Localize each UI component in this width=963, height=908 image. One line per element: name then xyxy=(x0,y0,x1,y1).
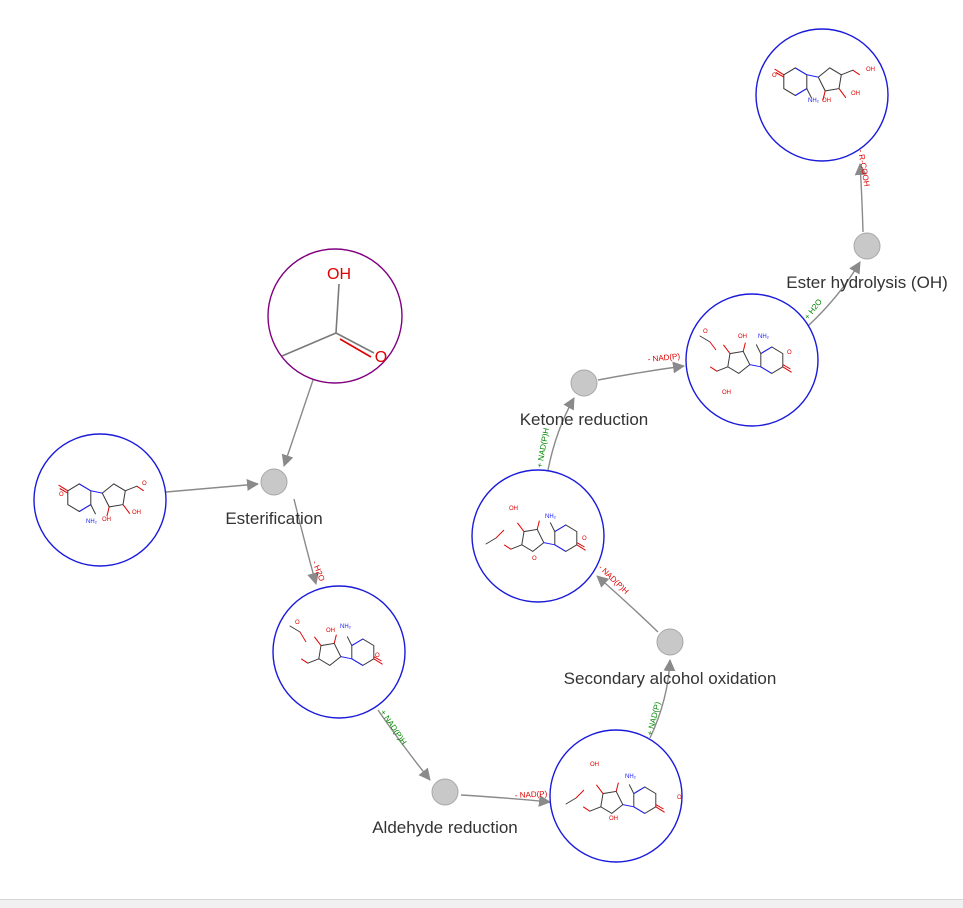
edge-aldehyde-reduction-to-acetyl-alcohol xyxy=(460,794,551,807)
atom-label: OH xyxy=(102,517,111,523)
acetic-acid-structure: OH O xyxy=(281,266,387,366)
reaction-node-aldehyde-reduction[interactable] xyxy=(431,778,459,806)
reaction-secondary-alcohol-oxidation[interactable]: Secondary alcohol oxidation xyxy=(564,628,777,688)
molecule-acetyl-ketone[interactable]: OH NH₂ O O xyxy=(471,469,605,603)
molecule-ring-acetyl-ketone[interactable] xyxy=(471,469,605,603)
acid-oh-label: OH xyxy=(327,266,351,283)
atom-label: O xyxy=(532,556,537,562)
reaction-label-esterification: Esterification xyxy=(225,509,322,528)
atom-label: OH xyxy=(132,510,141,516)
reaction-label-aldehyde-reduction: Aldehyde reduction xyxy=(372,818,518,837)
edge-label-aldehyde-in: + NAD(P)H xyxy=(378,708,408,747)
edge-acid-to-esterification xyxy=(281,379,314,467)
atom-label: NH₂ xyxy=(545,514,557,520)
atom-label: OH xyxy=(722,390,731,396)
reaction-aldehyde-reduction[interactable]: Aldehyde reduction xyxy=(372,778,518,837)
edge-acetyl-cytidine-to-hydrolysis xyxy=(807,261,861,327)
molecule-substrate-aldehyde[interactable]: O NH₂ OH OH O xyxy=(33,433,167,567)
reaction-label-ester-hydrolysis: Ester hydrolysis (OH) xyxy=(786,273,948,292)
reaction-label-ketone-reduction: Ketone reduction xyxy=(520,410,649,429)
edge-ketone-reduction-to-acetyl-cytidine xyxy=(597,361,685,381)
molecule-ring-acetyl-alcohol[interactable] xyxy=(549,729,683,863)
reaction-ketone-reduction[interactable]: Ketone reduction xyxy=(520,369,649,429)
atom-label: O xyxy=(375,653,380,659)
atom-label: O xyxy=(772,73,777,79)
atom-label: OH xyxy=(822,98,831,104)
atom-label: O xyxy=(59,492,64,498)
atom-label: NH₂ xyxy=(625,774,637,780)
atom-label: NH₂ xyxy=(86,519,98,525)
molecule-acetyl-cytidine[interactable]: O OH NH₂ OH O xyxy=(685,293,819,427)
atom-label: O xyxy=(787,350,792,356)
edge-acetyl-aldehyde-to-aldehyde-reduction xyxy=(377,709,431,781)
edge-label-ketone-in: + NAD(P)H xyxy=(535,427,551,468)
atom-label: O xyxy=(703,329,708,335)
molecule-acetic-acid[interactable]: OH O xyxy=(267,248,403,384)
edge-label-hydrolysis-in: + H2O xyxy=(802,297,823,321)
atom-label: OH xyxy=(851,91,860,97)
molecule-acetyl-aldehyde[interactable]: O OH NH₂ O xyxy=(272,585,406,719)
edge-label-aldehyde-out: - NAD(P) xyxy=(515,789,548,800)
atom-label: NH₂ xyxy=(808,98,820,104)
atom-label: OH xyxy=(609,816,618,822)
atom-label: O xyxy=(677,795,682,801)
bottom-bar xyxy=(0,899,963,908)
edge-oxidation-to-ketone xyxy=(596,575,659,633)
atom-label: O xyxy=(582,536,587,542)
reaction-esterification[interactable]: Esterification xyxy=(225,468,323,528)
atom-label: O xyxy=(142,481,147,487)
atom-label: OH xyxy=(509,506,518,512)
edge-label-oxidation-in: + NAD(P) xyxy=(645,701,662,737)
edge-label-hydrolysis-out: - R-COOH xyxy=(856,149,871,188)
molecule-ring-acetyl-cytidine[interactable] xyxy=(685,293,819,427)
reaction-node-ester-hydrolysis[interactable] xyxy=(853,232,881,260)
edge-acetyl-alcohol-to-oxidation xyxy=(649,659,676,739)
atom-label: OH xyxy=(326,628,335,634)
edges xyxy=(165,163,867,807)
molecule-final-product[interactable]: O NH₂ OH OH OH xyxy=(755,28,889,162)
molecule-acetyl-alcohol[interactable]: OH NH₂ OH O xyxy=(549,729,683,863)
reaction-node-esterification[interactable] xyxy=(260,468,288,496)
edge-hydrolysis-to-cytidine xyxy=(854,163,867,233)
edge-substrate-to-esterification xyxy=(165,478,259,493)
edge-label-ketone-out: - NAD(P) xyxy=(647,352,681,364)
atom-label: O xyxy=(295,620,300,626)
edge-labels: - H2O + NAD(P)H - NAD(P) + NAD(P) - NAD(… xyxy=(310,149,871,800)
atom-label: NH₂ xyxy=(758,334,770,340)
acid-o-label: O xyxy=(375,349,387,366)
reaction-ester-hydrolysis[interactable]: Ester hydrolysis (OH) xyxy=(786,232,948,292)
atom-label: OH xyxy=(590,762,599,768)
edge-ketone-to-ketone-reduction xyxy=(547,397,575,471)
reaction-label-secondary-alcohol-oxidation: Secondary alcohol oxidation xyxy=(564,669,777,688)
reaction-node-secondary-alcohol-oxidation[interactable] xyxy=(656,628,684,656)
molecule-ring-final-product[interactable] xyxy=(755,28,889,162)
edge-esterification-to-acetyl-aldehyde xyxy=(293,498,319,585)
atom-label: NH₂ xyxy=(340,624,352,630)
molecule-ring-substrate-aldehyde[interactable] xyxy=(33,433,167,567)
reaction-node-ketone-reduction[interactable] xyxy=(570,369,598,397)
atom-label: OH xyxy=(738,334,747,340)
atom-label: OH xyxy=(866,67,875,73)
